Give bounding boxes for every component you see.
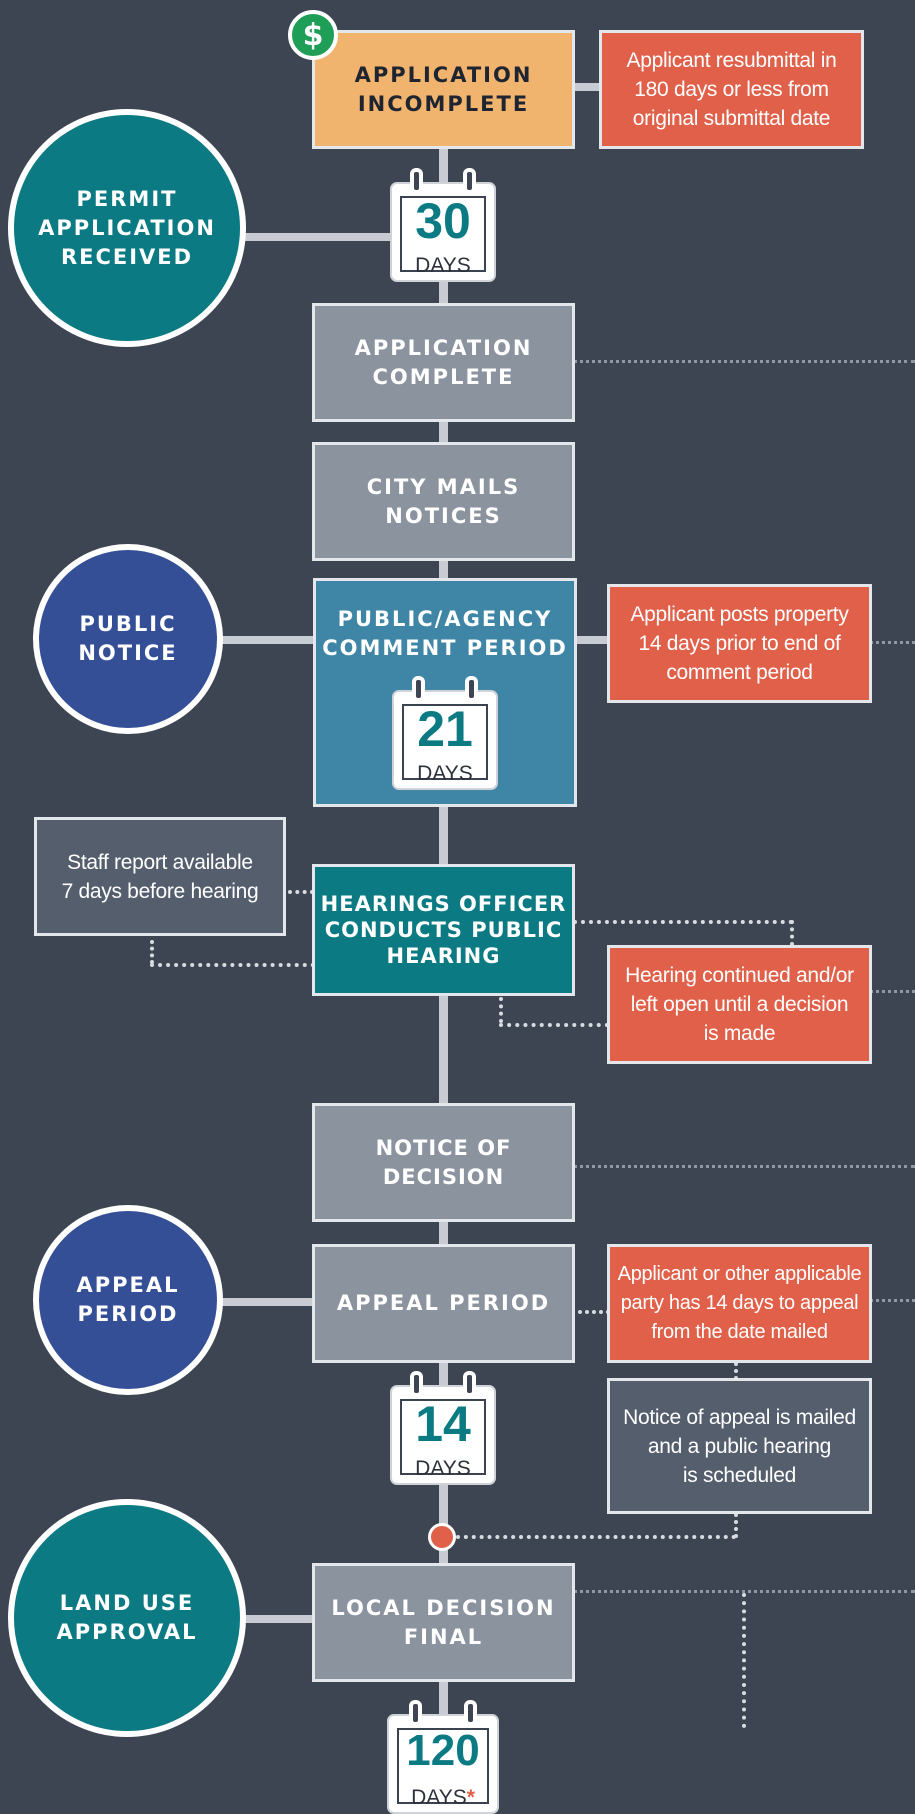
calendar-14-number: 14: [415, 1396, 471, 1452]
step-notice-of-decision-label: NOTICE OF DECISION: [375, 1135, 512, 1189]
calendar-120-number: 120: [406, 1726, 480, 1775]
step-city-mails-notices-label: CITY MAILS NOTICES: [366, 474, 521, 528]
note-staff-report-text: Staff report available 7 days before hea…: [61, 850, 259, 903]
step-application-incomplete-label: APPLICATION INCOMPLETE: [354, 62, 533, 116]
guide-line-hearing-continued: [870, 990, 915, 993]
phase-permit-application-received: PERMIT APPLICATION RECEIVED: [8, 109, 246, 347]
calendar-14-unit: DAYS: [415, 1457, 471, 1480]
note-notice-of-appeal: Notice of appeal is mailed and a public …: [607, 1378, 872, 1514]
step-application-complete: APPLICATION COMPLETE: [312, 303, 575, 422]
dotted-continued-return-drop: [499, 997, 503, 1023]
step-hearings-officer-label: HEARINGS OFFICER CONDUCTS PUBLIC HEARING: [320, 892, 567, 968]
phase-appeal-period-label: APPEAL PERIOD: [76, 1273, 180, 1326]
dotted-staff-report-drop: [150, 940, 154, 964]
note-appeal-window-text: Applicant or other applicable party has …: [617, 1263, 862, 1343]
dotted-appeal-window-to-notice: [734, 1362, 738, 1380]
guide-line-application-complete: [573, 360, 915, 363]
step-hearings-officer: HEARINGS OFFICER CONDUCTS PUBLIC HEARING: [312, 864, 575, 996]
dotted-notice-of-appeal-drop: [734, 1513, 738, 1538]
note-staff-report: Staff report available 7 days before hea…: [34, 817, 286, 936]
dotted-hearing-to-continued-drop: [790, 920, 794, 946]
phase-land-use-approval: LAND USE APPROVAL: [8, 1499, 246, 1737]
dotted-continued-return: [499, 1023, 609, 1027]
step-application-complete-label: APPLICATION COMPLETE: [354, 335, 533, 389]
calendar-30-number: 30: [415, 193, 471, 249]
calendar-icon-30-days: 30 DAYS: [390, 168, 496, 282]
step-notice-of-decision: NOTICE OF DECISION: [312, 1103, 575, 1222]
guide-line-appeal-window: [870, 1299, 915, 1302]
note-notice-of-appeal-text: Notice of appeal is mailed and a public …: [623, 1405, 856, 1487]
dotted-staff-report-return: [150, 963, 315, 967]
connector-land-use: [235, 1615, 315, 1623]
step-application-incomplete: APPLICATION INCOMPLETE: [312, 30, 575, 149]
step-local-decision-final: LOCAL DECISION FINAL: [312, 1563, 575, 1682]
step-local-decision-final-label: LOCAL DECISION FINAL: [331, 1595, 556, 1649]
calendar-icon-120-days: 120 DAYS*: [387, 1700, 499, 1814]
step-appeal-period: APPEAL PERIOD: [312, 1244, 575, 1363]
connector-appeal-period: [215, 1298, 315, 1306]
note-posts-property: Applicant posts property 14 days prior t…: [607, 584, 872, 703]
note-resubmittal-text: Applicant resubmittal in 180 days or les…: [626, 49, 837, 130]
calendar-icon-21-days: 21 DAYS: [392, 676, 498, 790]
calendar-21-number: 21: [417, 701, 473, 757]
step-city-mails-notices: CITY MAILS NOTICES: [312, 442, 575, 561]
guide-line-posts-property: [870, 641, 915, 644]
guide-line-local-decision: [573, 1590, 915, 1593]
step-comment-period-label: PUBLIC/AGENCY COMMENT PERIOD: [322, 607, 568, 660]
calendar-30-unit: DAYS: [415, 254, 471, 277]
step-appeal-period-label: APPEAL PERIOD: [336, 1291, 551, 1315]
calendar-21-unit: DAYS: [417, 762, 473, 785]
phase-public-notice: PUBLIC NOTICE: [33, 544, 223, 734]
phase-appeal-period: APPEAL PERIOD: [33, 1205, 223, 1395]
note-appeal-window: Applicant or other applicable party has …: [607, 1244, 872, 1363]
phase-public-notice-label: PUBLIC NOTICE: [78, 612, 178, 665]
connector-permit-received: [235, 233, 405, 241]
calendar-120-unit: DAYS*: [389, 1786, 497, 1810]
guide-line-notice-of-decision: [573, 1165, 915, 1168]
dotted-appeal-link: [578, 1310, 610, 1314]
connector-resubmittal: [570, 83, 602, 91]
calendar-icon-14-days: 14 DAYS: [390, 1371, 496, 1485]
dotted-notice-of-appeal-return: [456, 1535, 736, 1539]
note-resubmittal: Applicant resubmittal in 180 days or les…: [599, 30, 864, 149]
connector-public-notice: [215, 636, 315, 644]
note-posts-property-text: Applicant posts property 14 days prior t…: [630, 603, 849, 684]
phase-permit-application-received-label: PERMIT APPLICATION RECEIVED: [38, 186, 216, 269]
appeal-junction-dot: [428, 1523, 456, 1551]
dollar-sign-icon: $: [288, 10, 338, 60]
dotted-staff-report-link: [288, 890, 314, 894]
note-hearing-continued: Hearing continued and/or left open until…: [607, 945, 872, 1064]
connector-posts-property: [574, 636, 610, 644]
note-hearing-continued-text: Hearing continued and/or left open until…: [625, 964, 854, 1045]
dotted-local-decision-drop: [742, 1593, 746, 1728]
calendar-120-unit-text: DAYS: [411, 1786, 467, 1809]
dotted-hearing-to-continued: [573, 920, 793, 924]
asterisk-icon: *: [466, 1786, 475, 1809]
phase-land-use-approval-label: LAND USE APPROVAL: [56, 1591, 198, 1644]
